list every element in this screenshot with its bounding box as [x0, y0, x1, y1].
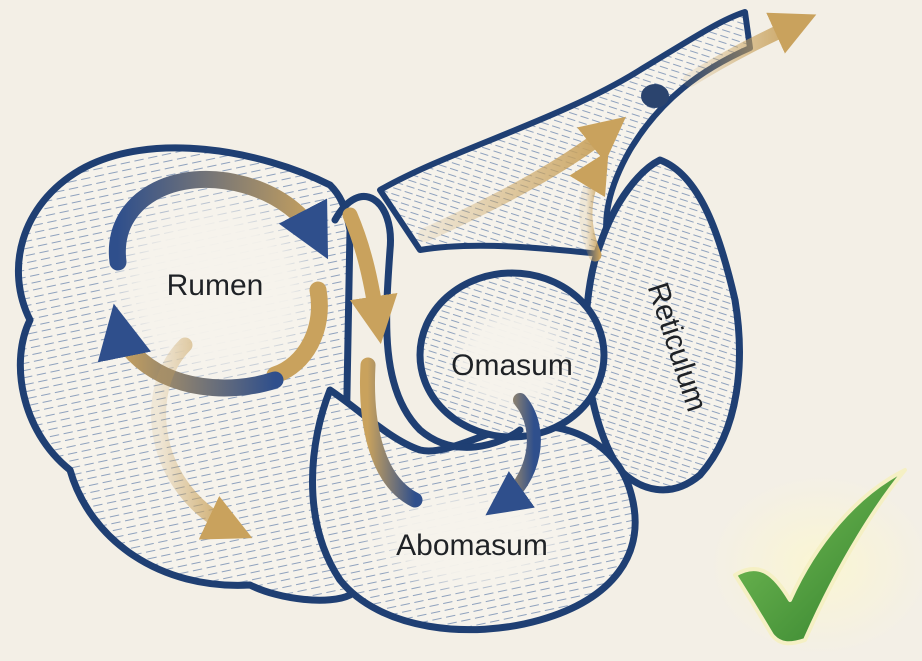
- omasum-label: Omasum: [451, 349, 573, 382]
- rumen-label: Rumen: [167, 269, 264, 302]
- abomasum-label: Abomasum: [396, 529, 548, 562]
- food-bolus-icon: [641, 84, 669, 108]
